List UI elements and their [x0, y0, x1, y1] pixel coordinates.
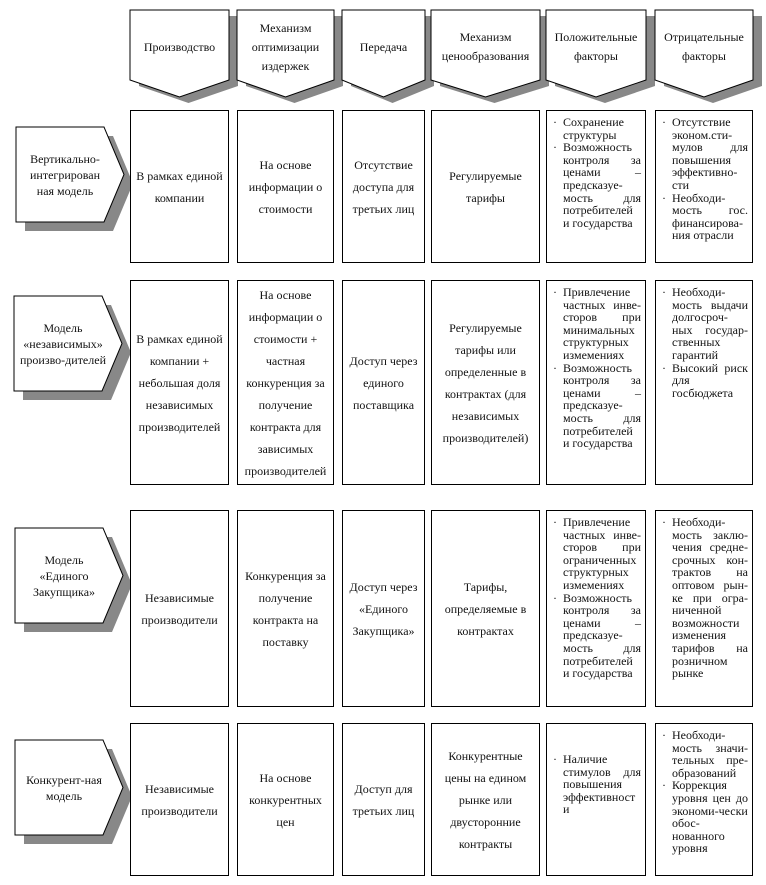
row-model-label: Вертикально-интегрирован ная модель	[15, 126, 133, 231]
table-cell: Независимые производители	[130, 723, 229, 876]
bullet-item: Необходи-мость заклю-чения средне-срочны…	[660, 516, 748, 680]
negative-factors-cell: Отсутствие эконом.сти-мулов для повышени…	[655, 110, 753, 263]
header-label: Положительные факторы	[554, 30, 638, 63]
table-cell: Независимые производители	[130, 510, 229, 707]
header-arrow-shape	[341, 9, 434, 103]
bullet-item: Необходи-мость гос. финансирова-ния отра…	[660, 191, 748, 242]
table-cell: Доступ через «Единого Закупщика»	[342, 510, 425, 707]
bullet-item: Необходи-мость выдачи долгосроч-ных госу…	[660, 286, 748, 362]
table-cell: Регулируемые тарифы или определенные в к…	[431, 280, 540, 485]
positive-factors-cell: Привлечение частных инве-сторов при огра…	[546, 510, 646, 707]
model-name: Модель «независимых» произво-дителей	[20, 320, 106, 367]
bullet-item: Наличие стимулов для повышения эффективн…	[551, 753, 641, 816]
header-label: Механизм оптимизации издержек	[251, 20, 320, 73]
model-arrow-shape	[13, 295, 131, 400]
model-name: Вертикально-интегрирован ная модель	[29, 151, 100, 198]
column-header: Механизм ценообразования	[430, 9, 549, 103]
column-header: Положительные факторы	[545, 9, 655, 103]
negative-factors-cell: Необходи-мость значи-тельных пре-образов…	[655, 723, 753, 876]
table-cell: Отсутствие доступа для третьих лиц	[342, 110, 425, 263]
table-cell: Конкурентные цены на едином рынке или дв…	[431, 723, 540, 876]
header-arrow-shape	[545, 9, 655, 103]
positive-factors-cell: Привлечение частных инве-сторов при мини…	[546, 280, 646, 485]
header-label: Механизм ценообразования	[441, 30, 530, 63]
table-cell: На основе информации о стоимости	[237, 110, 334, 263]
negative-factors-cell: Необходи-мость выдачи долгосроч-ных госу…	[655, 280, 753, 485]
header-label: Отрицательные факторы	[664, 30, 744, 63]
negative-factors-cell: Необходи-мость заклю-чения средне-срочны…	[655, 510, 753, 707]
table-cell: Регулируемые тарифы	[431, 110, 540, 263]
model-arrow-shape	[15, 126, 133, 231]
bullet-item: Возможность контроля за ценами – предска…	[551, 141, 641, 229]
model-name: Модель «Единого Закупщика»	[32, 552, 96, 599]
bullet-item: Коррекция уровня цен до экономи-чески об…	[660, 779, 748, 855]
positive-factors-cell: Наличие стимулов для повышения эффективн…	[546, 723, 646, 876]
table-cell: В рамках единой компании + небольшая дол…	[130, 280, 229, 485]
model-arrow-shape	[14, 739, 132, 844]
bullet-item: Возможность контроля за ценами – предска…	[551, 591, 641, 680]
table-cell: Доступ для третьих лиц	[342, 723, 425, 876]
row-model-label: Конкурент-ная модель	[14, 739, 132, 844]
bullet-item: Отсутствие эконом.сти-мулов для повышени…	[660, 116, 748, 192]
column-header: Производство	[129, 9, 238, 103]
table-cell: Доступ через единого поставщика	[342, 280, 425, 485]
bullet-item: Необходи-мость значи-тельных пре-образов…	[660, 729, 748, 779]
bullet-item: Сохранение структуры	[551, 116, 641, 141]
header-arrow-shape	[129, 9, 238, 103]
table-cell: На основе информации о стоимости + частн…	[237, 280, 334, 485]
model-name: Конкурент-ная модель	[26, 772, 102, 803]
header-label: Передача	[359, 39, 408, 54]
bullet-item: Возможность контроля за ценами – предска…	[551, 361, 641, 450]
row-model-label: Модель «Единого Закупщика»	[14, 527, 132, 632]
positive-factors-cell: Сохранение структурыВозможность контроля…	[546, 110, 646, 263]
column-header: Передача	[341, 9, 434, 103]
header-arrow-shape	[430, 9, 549, 103]
bullet-item: Привлечение частных инве-сторов при огра…	[551, 516, 641, 592]
bullet-item: Высокий риск для госбюджета	[660, 361, 748, 400]
column-header: Механизм оптимизации издержек	[236, 9, 343, 103]
header-arrow-shape	[654, 9, 762, 103]
header-arrow-shape	[236, 9, 343, 103]
table-cell: Тарифы, определяемые в контрактах	[431, 510, 540, 707]
table-cell: На основе конкурентных цен	[237, 723, 334, 876]
row-model-label: Модель «независимых» произво-дителей	[13, 295, 131, 400]
header-label: Производство	[143, 39, 216, 54]
bullet-item: Привлечение частных инве-сторов при мини…	[551, 286, 641, 362]
table-cell: Конкуренция за получение контракта на по…	[237, 510, 334, 707]
table-cell: В рамках единой компании	[130, 110, 229, 263]
column-header: Отрицательные факторы	[654, 9, 762, 103]
model-arrow-shape	[14, 527, 132, 632]
